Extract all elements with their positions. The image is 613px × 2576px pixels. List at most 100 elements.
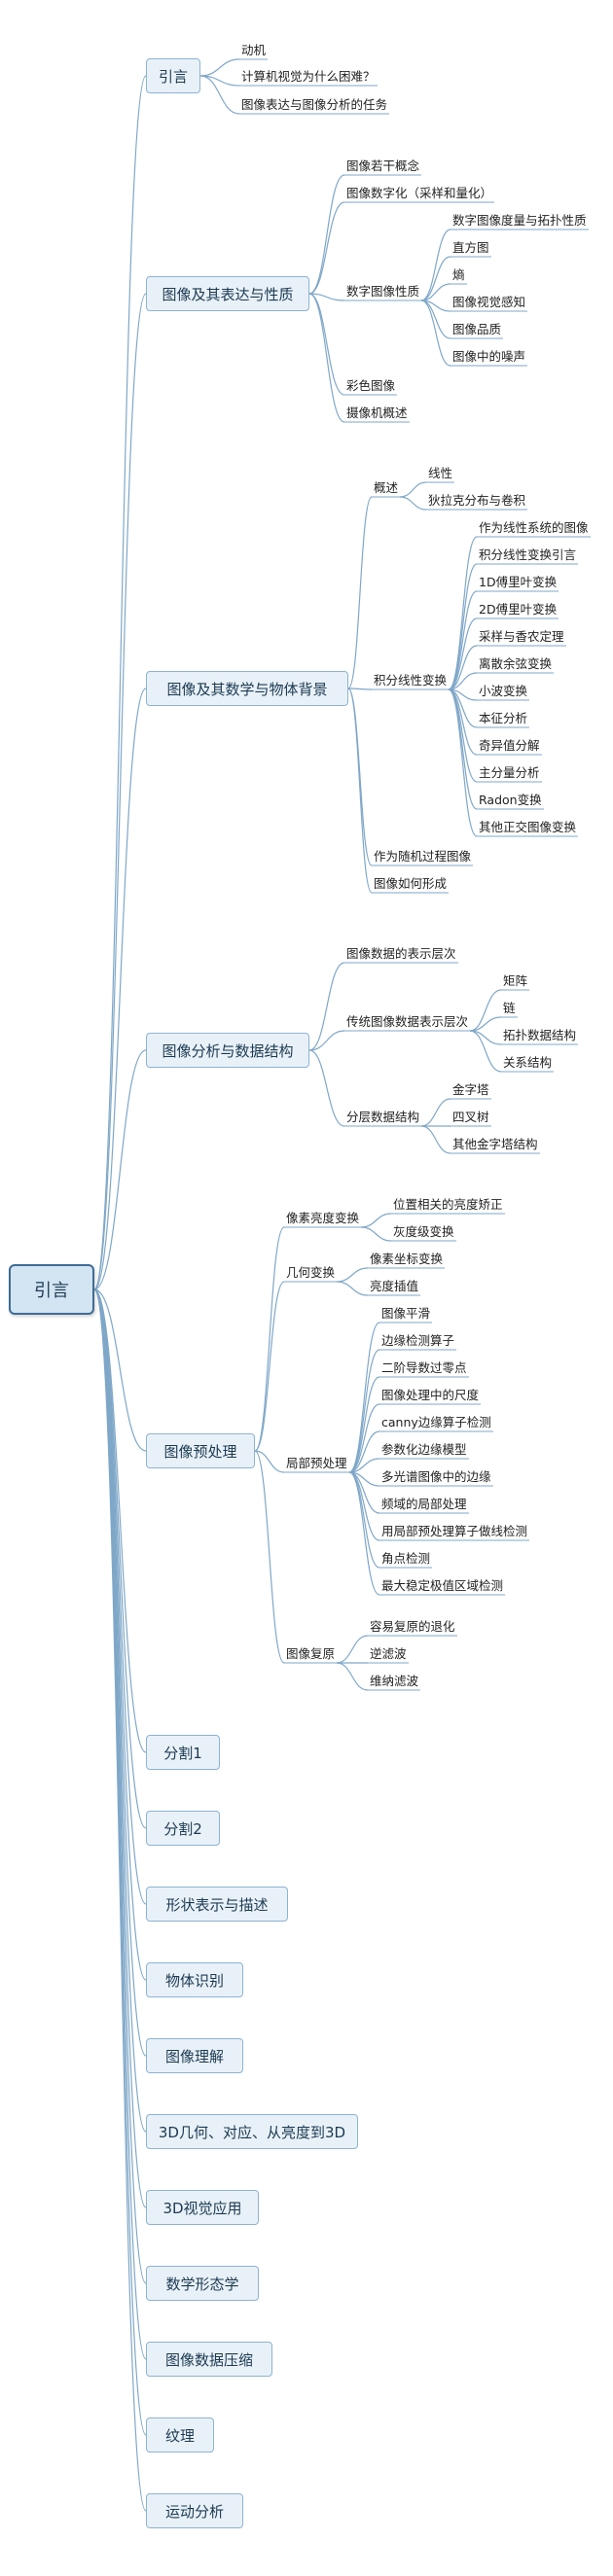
subtopic-node[interactable]: 像素亮度变换 xyxy=(286,1211,360,1225)
leaf-node[interactable]: 图像若干概念 xyxy=(346,159,420,173)
leaf-node[interactable]: 图像平滑 xyxy=(381,1306,431,1321)
connector-line xyxy=(348,1403,380,1473)
leaf-node[interactable]: 亮度插值 xyxy=(370,1279,419,1293)
subtopic-node[interactable]: 传统图像数据表示层次 xyxy=(346,1014,469,1029)
topic-3d-vision-applications[interactable]: 3D视觉应用 xyxy=(146,2190,259,2225)
leaf-node[interactable]: 作为线性系统的图像 xyxy=(479,520,589,535)
leaf-node[interactable]: 计算机视觉为什么困难？ xyxy=(241,69,376,84)
topic-introduction[interactable]: 引言 xyxy=(146,58,200,93)
leaf-node[interactable]: 小波变换 xyxy=(479,684,528,698)
leaf-node[interactable]: 图像中的噪声 xyxy=(452,349,526,364)
leaf-node[interactable]: 维纳滤波 xyxy=(370,1674,419,1688)
leaf-node[interactable]: 灰度级变换 xyxy=(393,1224,454,1239)
topic-motion-analysis[interactable]: 运动分析 xyxy=(146,2493,243,2528)
leaf-node[interactable]: 频域的局部处理 xyxy=(381,1497,467,1511)
leaf-node[interactable]: 关系结构 xyxy=(503,1055,553,1070)
leaf-node[interactable]: 参数化边缘模型 xyxy=(381,1442,467,1457)
leaf-node[interactable]: 直方图 xyxy=(452,240,489,255)
subtopic-node[interactable]: 图像复原 xyxy=(286,1646,336,1661)
leaf-node[interactable]: 动机 xyxy=(241,43,267,57)
leaf-node[interactable]: 2D傅里叶变换 xyxy=(479,602,558,617)
leaf-node[interactable]: 1D傅里叶变换 xyxy=(479,575,558,589)
connector-line xyxy=(348,1430,380,1473)
leaf-node[interactable]: 图像品质 xyxy=(452,322,502,336)
leaf-node[interactable]: canny边缘算子检测 xyxy=(381,1415,491,1429)
leaf-node[interactable]: 图像数字化（采样和量化） xyxy=(346,186,493,200)
leaf-node[interactable]: 用局部预处理算子做线检测 xyxy=(381,1524,528,1538)
connector-line xyxy=(469,989,502,1032)
leaf-node[interactable]: 边缘检测算子 xyxy=(381,1333,455,1348)
leaf-node[interactable]: 图像数据的表示层次 xyxy=(346,946,456,961)
topic-image-representation[interactable]: 图像及其表达与性质 xyxy=(146,276,309,311)
topic-math-background[interactable]: 图像及其数学与物体背景 xyxy=(146,671,348,706)
leaf-node[interactable]: 角点检测 xyxy=(381,1551,431,1566)
connector-line xyxy=(420,256,451,301)
leaf-node[interactable]: 狄拉克分布与卷积 xyxy=(428,493,526,508)
leaf-node[interactable]: 主分量分析 xyxy=(479,765,540,780)
leaf-node[interactable]: Radon变换 xyxy=(479,793,542,807)
subtopic-node[interactable]: 局部预处理 xyxy=(286,1456,347,1470)
topic-texture[interactable]: 纹理 xyxy=(146,2417,214,2452)
topic-shape-description[interactable]: 形状表示与描述 xyxy=(146,1887,288,1922)
leaf-node[interactable]: 容易复原的退化 xyxy=(370,1619,455,1634)
topic-3d-geometry[interactable]: 3D几何、对应、从亮度到3D xyxy=(146,2114,358,2149)
connector-line xyxy=(399,496,427,511)
leaf-node[interactable]: 积分线性变换引言 xyxy=(479,547,577,562)
connector-line xyxy=(420,229,451,301)
leaf-node[interactable]: 多光谱图像中的边缘 xyxy=(381,1469,491,1484)
leaf-node[interactable]: 采样与香农定理 xyxy=(479,629,564,644)
leaf-node[interactable]: 离散余弦变换 xyxy=(479,656,553,671)
connector-line xyxy=(308,174,345,295)
connector-line xyxy=(254,1281,285,1452)
leaf-node[interactable]: 拓扑数据结构 xyxy=(503,1028,577,1042)
connector-line xyxy=(360,1226,392,1242)
topic-image-understanding[interactable]: 图像理解 xyxy=(146,2038,243,2073)
topic-segmentation-2[interactable]: 分割2 xyxy=(146,1811,220,1846)
subtopic-node[interactable]: 积分线性变换 xyxy=(374,673,448,688)
leaf-node[interactable]: 线性 xyxy=(428,466,453,480)
topic-object-recognition[interactable]: 物体识别 xyxy=(146,1962,243,1997)
topic-mathematical-morphology[interactable]: 数学形态学 xyxy=(146,2266,259,2301)
leaf-node[interactable]: 图像如何形成 xyxy=(374,876,448,891)
connector-line xyxy=(308,293,345,301)
topic-segmentation-1[interactable]: 分割1 xyxy=(146,1735,220,1770)
topic-image-compression[interactable]: 图像数据压缩 xyxy=(146,2342,272,2377)
topic-data-structures[interactable]: 图像分析与数据结构 xyxy=(146,1033,309,1068)
leaf-node[interactable]: 二阶导数过零点 xyxy=(381,1360,467,1375)
leaf-node[interactable]: 金字塔 xyxy=(452,1082,489,1097)
connector-line xyxy=(348,1458,380,1473)
subtopic-node[interactable]: 几何变换 xyxy=(286,1265,336,1280)
leaf-node[interactable]: 位置相关的亮度矫正 xyxy=(393,1197,503,1212)
leaf-node[interactable]: 其他金字塔结构 xyxy=(452,1137,538,1151)
leaf-node[interactable]: 摄像机概述 xyxy=(346,406,408,420)
leaf-node[interactable]: 逆滤波 xyxy=(370,1646,407,1661)
leaf-node[interactable]: 作为随机过程图像 xyxy=(374,849,472,864)
leaf-node[interactable]: 奇异值分解 xyxy=(479,738,540,753)
leaf-node[interactable]: 矩阵 xyxy=(503,973,528,988)
leaf-node[interactable]: 数字图像度量与拓扑性质 xyxy=(452,213,587,228)
leaf-node[interactable]: 本征分析 xyxy=(479,711,528,725)
topic-preprocessing[interactable]: 图像预处理 xyxy=(146,1433,255,1468)
root-topic[interactable]: 引言 xyxy=(9,1264,94,1315)
connector-line xyxy=(448,672,478,690)
leaf-node[interactable]: 图像视觉感知 xyxy=(452,295,526,309)
leaf-node[interactable]: 图像处理中的尺度 xyxy=(381,1388,480,1402)
connector-line xyxy=(469,1016,502,1032)
leaf-node[interactable]: 四叉树 xyxy=(452,1110,489,1124)
connector-line xyxy=(199,75,240,115)
leaf-node[interactable]: 熵 xyxy=(452,267,465,282)
leaf-node[interactable]: 链 xyxy=(503,1001,516,1015)
subtopic-node[interactable]: 分层数据结构 xyxy=(346,1110,420,1124)
connector-line xyxy=(420,1125,451,1154)
leaf-node[interactable]: 像素坐标变换 xyxy=(370,1252,444,1266)
connector-line xyxy=(93,1049,147,1290)
subtopic-node[interactable]: 数字图像性质 xyxy=(346,284,420,299)
connector-line xyxy=(420,1098,451,1127)
leaf-node[interactable]: 其他正交图像变换 xyxy=(479,820,577,834)
leaf-node[interactable]: 最大稳定极值区域检测 xyxy=(381,1578,504,1593)
connector-line xyxy=(308,201,345,295)
subtopic-node[interactable]: 概述 xyxy=(374,480,399,495)
leaf-node[interactable]: 图像表达与图像分析的任务 xyxy=(241,97,388,112)
leaf-node[interactable]: 彩色图像 xyxy=(346,378,396,393)
